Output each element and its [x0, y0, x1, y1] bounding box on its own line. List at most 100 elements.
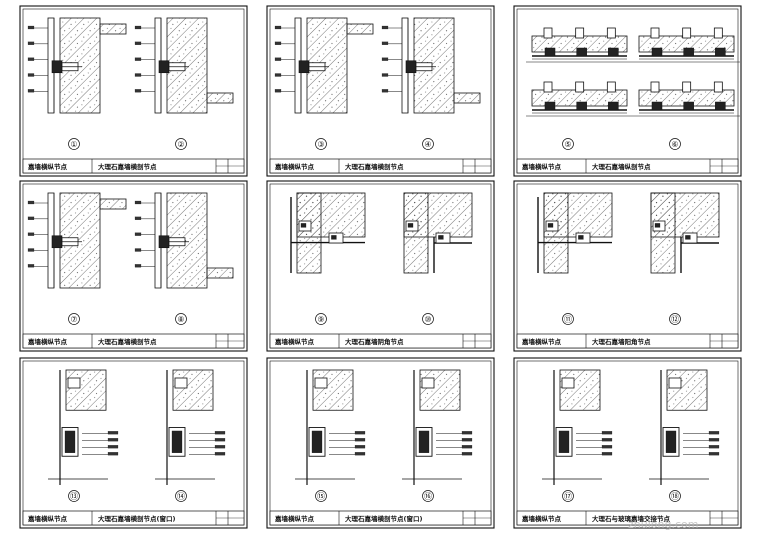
- label-tick: [461, 438, 473, 442]
- label-tick: [27, 89, 35, 93]
- label-tick: [107, 438, 119, 442]
- steel-bracket: [158, 235, 170, 249]
- detail-marker-label: ⑰: [564, 492, 572, 501]
- floor-slab: [206, 267, 234, 279]
- label-tick: [214, 438, 226, 442]
- steel-angle: [544, 101, 556, 111]
- panel-frame: [19, 5, 248, 177]
- watermark: zhulong.com: [628, 518, 698, 531]
- title-right: 大理石嘉墙纵剖节点: [592, 162, 651, 171]
- title-right: 大理石嘉墙横剖节点: [345, 162, 404, 171]
- title-left: 嘉墙横纵节点: [521, 514, 562, 523]
- detail-marker-label: ②: [177, 140, 184, 149]
- label-tick: [381, 57, 389, 61]
- detail-marker-circle: [669, 490, 681, 502]
- detail-marker-circle: [68, 490, 80, 502]
- label-tick: [107, 431, 119, 435]
- bolt: [654, 223, 661, 228]
- title-left: 嘉墙横纵节点: [274, 337, 315, 346]
- window-profile: [558, 430, 570, 453]
- label-tick: [134, 57, 142, 61]
- detail-marker-label: ⑯: [424, 492, 432, 501]
- title-left: 嘉墙横纵节点: [521, 337, 562, 346]
- detail-marker-circle: [175, 138, 187, 150]
- bracket-plate: [543, 81, 553, 93]
- label-tick: [107, 452, 119, 456]
- beam: [666, 369, 708, 411]
- detail-marker-label: ③: [317, 140, 324, 149]
- beam: [65, 369, 107, 411]
- bracket-plate: [713, 27, 723, 39]
- anchor-plate: [174, 377, 188, 389]
- steel-bracket: [405, 60, 417, 74]
- floor-slab: [99, 198, 127, 210]
- bolt: [685, 235, 691, 240]
- label-tick: [27, 232, 35, 236]
- detail-marker-circle: [422, 138, 434, 150]
- floor-slab: [206, 92, 234, 104]
- window-profile: [171, 430, 183, 453]
- bolt: [578, 235, 584, 240]
- beam: [559, 369, 601, 411]
- detail-marker-circle: [175, 490, 187, 502]
- label-tick: [134, 216, 142, 220]
- anchor-plate: [67, 377, 81, 389]
- bracket-plate: [543, 27, 553, 39]
- label-tick: [461, 452, 473, 456]
- label-tick: [134, 200, 142, 205]
- label-tick: [134, 232, 142, 236]
- steel-angle: [651, 101, 663, 111]
- concrete-wall-side: [650, 192, 676, 274]
- label-tick: [27, 57, 35, 61]
- detail-marker-circle: [422, 313, 434, 325]
- label-tick: [708, 452, 720, 456]
- label-tick: [354, 452, 366, 456]
- label-tick: [27, 200, 35, 205]
- label-tick: [601, 431, 613, 435]
- detail-marker-label: ①: [70, 140, 77, 149]
- label-tick: [134, 248, 142, 252]
- detail-marker-circle: [562, 490, 574, 502]
- concrete-wall-side: [543, 192, 569, 274]
- title-left: 嘉墙横纵节点: [27, 514, 68, 523]
- floor-slab: [99, 23, 127, 35]
- bolt: [300, 223, 307, 228]
- detail-marker-circle: [315, 490, 327, 502]
- detail-marker-circle: [669, 313, 681, 325]
- title-right: 大理石嘉墙横剖节点: [98, 162, 157, 171]
- window-profile: [311, 430, 323, 453]
- label-tick: [214, 445, 226, 449]
- bracket-plate: [606, 27, 616, 39]
- label-tick: [354, 445, 366, 449]
- label-tick: [134, 89, 142, 93]
- steel-bracket: [51, 235, 63, 249]
- beam: [172, 369, 214, 411]
- title-left: 嘉墙横纵节点: [521, 162, 562, 171]
- title-right: 大理石嘉墙横剖节点(窗口): [345, 514, 422, 523]
- title-left: 嘉墙横纵节点: [27, 337, 68, 346]
- title-right: 大理石嘉墙横剖节点(窗口): [98, 514, 175, 523]
- label-tick: [134, 25, 142, 30]
- label-tick: [601, 452, 613, 456]
- label-tick: [274, 89, 282, 93]
- label-tick: [381, 73, 389, 77]
- label-tick: [708, 445, 720, 449]
- detail-marker-label: ⑫: [671, 315, 679, 324]
- title-right: 大理石嘉墙阴角节点: [345, 337, 404, 346]
- label-tick: [27, 25, 35, 30]
- detail-marker-circle: [175, 313, 187, 325]
- steel-angle: [683, 47, 694, 57]
- label-tick: [134, 264, 142, 268]
- label-tick: [27, 73, 35, 77]
- steel-angle: [608, 101, 619, 111]
- label-tick: [27, 216, 35, 220]
- bracket-plate: [682, 27, 692, 39]
- steel-bracket: [51, 60, 63, 74]
